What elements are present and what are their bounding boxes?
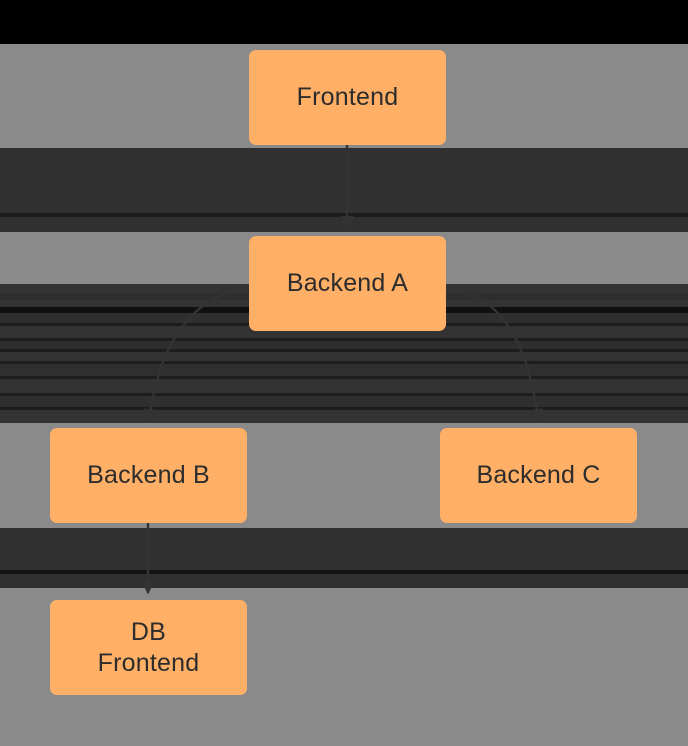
node-backend_b[interactable]: Backend B — [50, 428, 247, 523]
background-band — [0, 364, 688, 376]
node-label: Frontend — [296, 83, 399, 112]
background-band — [0, 393, 688, 396]
background-band — [0, 396, 688, 407]
node-label: DB Frontend — [97, 618, 200, 677]
background-band — [0, 528, 688, 570]
background-band — [0, 410, 688, 423]
background-band — [0, 338, 688, 341]
node-label: Backend B — [87, 461, 210, 490]
background-band — [0, 361, 688, 364]
background-band — [0, 570, 688, 574]
background-band — [0, 352, 688, 361]
background-band — [0, 326, 688, 338]
background-band — [0, 341, 688, 349]
edge-backend-a-to-backend-c — [445, 288, 544, 423]
node-frontend[interactable]: Frontend — [249, 50, 446, 145]
background-band — [0, 574, 688, 588]
background-band — [0, 349, 688, 352]
background-band — [0, 376, 688, 379]
background-band — [0, 379, 688, 393]
background-band — [0, 407, 688, 410]
edge-backend-a-to-backend-b — [143, 288, 250, 423]
node-db[interactable]: DB Frontend — [50, 600, 247, 695]
background-band — [0, 0, 688, 44]
node-label: Backend A — [286, 269, 409, 298]
background-band — [0, 148, 688, 213]
node-backend_c[interactable]: Backend C — [440, 428, 637, 523]
node-backend_a[interactable]: Backend A — [249, 236, 446, 331]
background-band — [0, 213, 688, 217]
node-label: Backend C — [476, 461, 601, 490]
